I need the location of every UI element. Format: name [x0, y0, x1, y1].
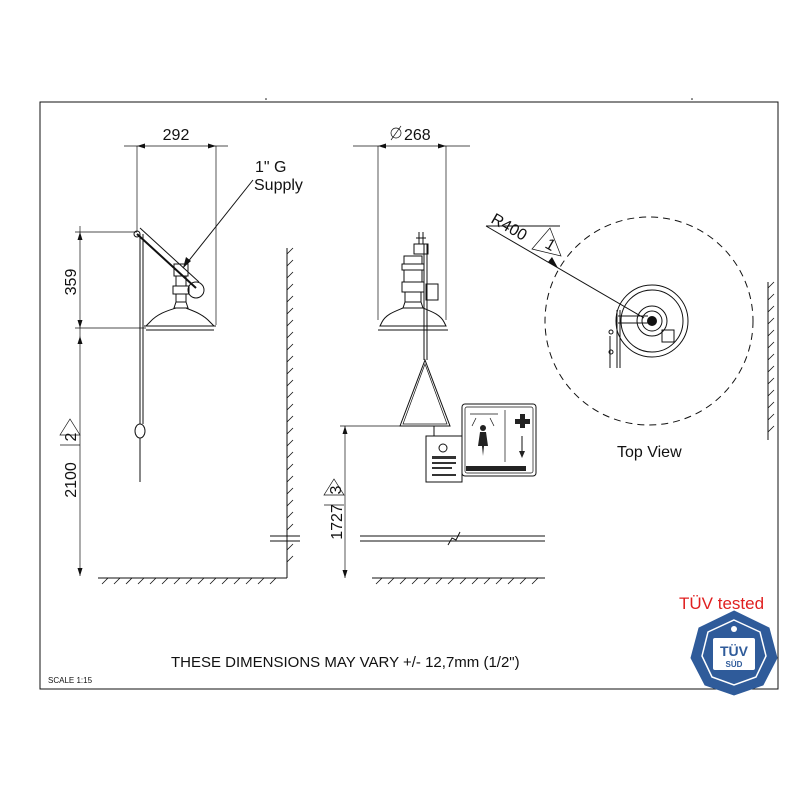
supply-label-line1: 1" G [255, 159, 286, 176]
shower-head-front [379, 307, 447, 327]
shower-head [144, 307, 216, 327]
tuv-caption: TÜV tested [679, 594, 764, 613]
supply-inlet-cap [187, 281, 205, 299]
front-view: 268 [323, 125, 545, 585]
wall-hatch-left [286, 247, 294, 563]
tolerance-note: THESE DIMENSIONS MAY VARY +/- 12,7mm (1/… [171, 654, 520, 671]
pull-handle [134, 423, 146, 439]
revision-ref-2: 2 [63, 432, 80, 441]
tuv-certification: TÜV tested TÜV SÜD [679, 594, 778, 696]
wall-hatch-right [767, 281, 775, 433]
safety-sign [461, 403, 537, 477]
coverage-radius-circle [544, 216, 754, 426]
revision-ref-3: 3 [328, 485, 345, 494]
dimension-total-height-label: 2100 [63, 462, 80, 498]
pull-triangle [399, 358, 451, 427]
floor-hatch-left [101, 577, 277, 585]
supply-label-line2: Supply [254, 177, 303, 194]
dimension-diameter-label: 268 [404, 127, 431, 144]
tuv-badge-line2: SÜD [726, 660, 743, 669]
dimension-pull-height-label: 1727 [329, 504, 346, 540]
tuv-badge-line1: TÜV [720, 643, 749, 659]
floor-hatch-middle [375, 577, 539, 585]
scale-label: SCALE 1:15 [48, 676, 93, 685]
top-view-label: Top View [617, 444, 682, 461]
sheet-frame [39, 101, 779, 690]
dimension-width-label: 292 [163, 127, 190, 144]
side-view: 292 1" G Supply 359 2100 [59, 127, 303, 585]
dimension-upper-height-label: 359 [63, 269, 80, 296]
